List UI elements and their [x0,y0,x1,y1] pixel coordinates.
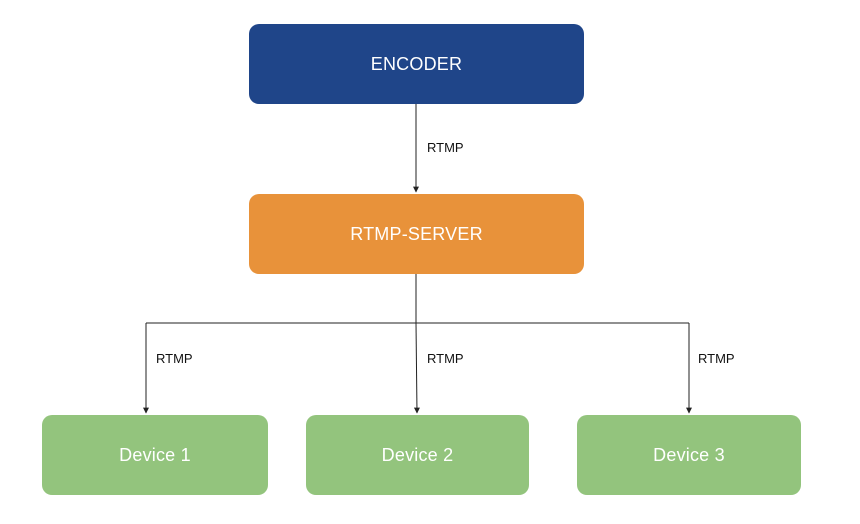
device-3-node: Device 3 [577,415,801,495]
encoder-node: ENCODER [249,24,584,104]
device-2-node: Device 2 [306,415,529,495]
edge-label-encoder-server: RTMP [427,140,464,155]
rtmp-server-node: RTMP-SERVER [249,194,584,274]
edge-to-device2 [413,322,420,414]
edge-label-server-device3: RTMP [698,351,735,366]
device-1-node: Device 1 [42,415,268,495]
edge-label-server-device2: RTMP [427,351,464,366]
edge-label-server-device1: RTMP [156,351,193,366]
